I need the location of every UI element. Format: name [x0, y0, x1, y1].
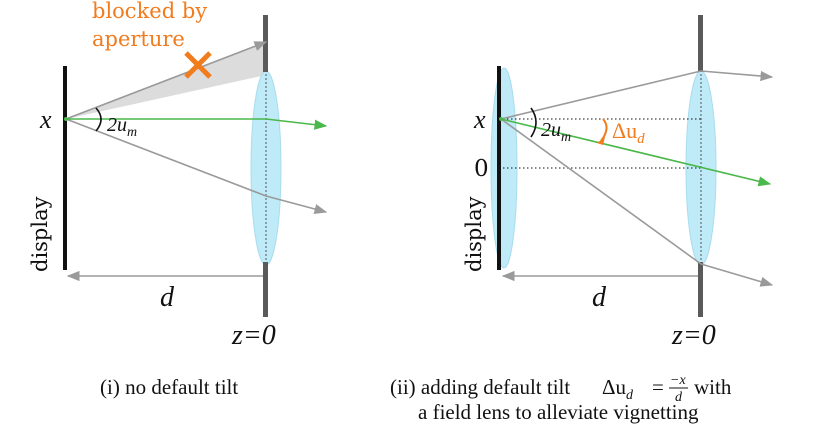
tilt-label: Δud: [612, 118, 645, 147]
aperture-bottom: [263, 262, 268, 317]
panel-no-tilt: blocked by aperture x 2um display d z=0 …: [28, 0, 328, 399]
annotation-blocked: blocked by: [92, 0, 207, 23]
aperture-bottom: [698, 262, 703, 317]
caption-right-line2: a field lens to alleviate vignetting: [418, 400, 699, 424]
ray-upper: [65, 41, 268, 120]
angle-label: 2um: [107, 114, 137, 140]
x-label: x: [473, 105, 486, 134]
source-point: [499, 117, 503, 121]
d-label: d: [160, 282, 175, 313]
ray-upper-out: [700, 70, 774, 82]
d-label: d: [592, 282, 607, 313]
caption-frac-num: −x: [670, 373, 686, 388]
zero-label: 0: [474, 156, 489, 182]
ray-chief: [500, 118, 772, 187]
display-label: display: [28, 196, 52, 272]
panel-default-tilt: x 0 2um Δud display d z=0 (ii) adding de…: [390, 15, 774, 424]
cross-icon: [184, 51, 212, 79]
z-label: z=0: [231, 320, 276, 351]
ray-upper: [500, 70, 702, 120]
ray-chief-out: [265, 118, 328, 130]
caption-frac-den: d: [675, 390, 683, 405]
source-point: [64, 117, 68, 121]
caption-left: (i) no default tilt: [100, 375, 238, 399]
annotation-aperture: aperture: [92, 27, 185, 51]
ray-lower-out: [265, 195, 328, 214]
tilt-arrowhead: [597, 137, 605, 145]
caption-right-suffix: with: [694, 375, 732, 399]
ray-lower: [500, 118, 702, 265]
aperture-top: [698, 15, 703, 72]
display-label: display: [462, 196, 486, 272]
ray-lower-out: [700, 263, 774, 287]
angle-arc: [95, 107, 102, 132]
display-bar: [497, 66, 501, 270]
ray-lower: [65, 118, 267, 197]
caption-math-lhs: Δud: [602, 375, 634, 403]
caption-right-prefix: (ii) adding default tilt: [390, 375, 570, 399]
angle-label: 2um: [541, 119, 571, 145]
tilt-arc: [600, 118, 608, 142]
z-label: z=0: [671, 320, 716, 351]
x-label: x: [39, 105, 52, 134]
display-bar: [63, 66, 67, 270]
caption-math-eq: =: [652, 375, 664, 399]
angle-arc: [530, 107, 537, 138]
